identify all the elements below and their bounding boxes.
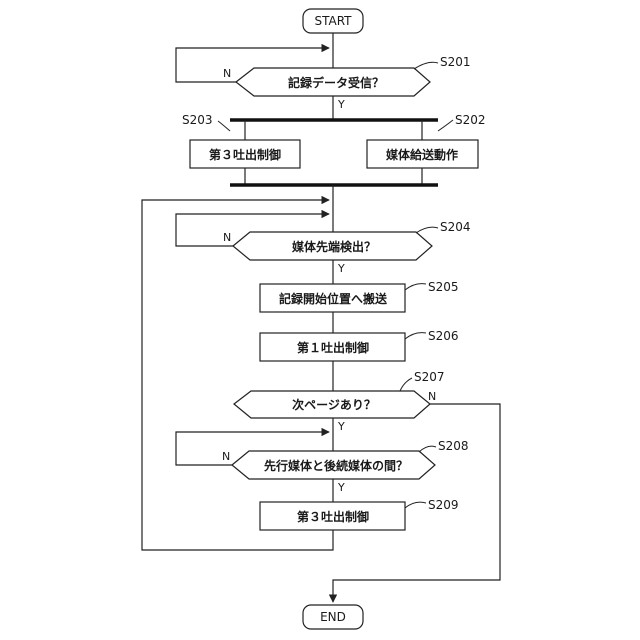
step-label-s201: S201 — [440, 55, 471, 69]
process-s209-text: 第３吐出制御 — [297, 509, 369, 524]
decision-s208: 先行媒体と後続媒体の間？ — [232, 451, 435, 479]
step-label-s206: S206 — [428, 329, 459, 343]
leader-s209 — [405, 502, 426, 508]
branch-n-s201: N — [223, 67, 231, 80]
step-label-s204: S204 — [440, 220, 471, 234]
branch-y-s208: Y — [337, 481, 345, 494]
process-s205-text: 記録開始位置へ搬送 — [279, 291, 388, 306]
end-terminal: END — [303, 605, 363, 629]
process-s203-text: 第３吐出制御 — [209, 147, 281, 162]
leader-s206 — [405, 333, 426, 339]
branch-n-s204: N — [223, 231, 231, 244]
end-label: END — [320, 610, 346, 624]
leader-s203 — [218, 121, 230, 131]
step-label-s207: S207 — [414, 370, 445, 384]
decision-s208-text: 先行媒体と後続媒体の間？ — [264, 458, 408, 473]
decision-s204-text: 媒体先端検出？ — [292, 239, 376, 254]
decision-s201: 記録データ受信？ — [236, 68, 430, 96]
leader-s208 — [419, 446, 436, 452]
step-label-s202: S202 — [455, 113, 486, 127]
step-label-s208: S208 — [438, 439, 469, 453]
leader-s207 — [400, 378, 412, 391]
branch-y-s207: Y — [337, 420, 345, 433]
branch-n-s207: N — [428, 390, 436, 403]
branch-n-s208: N — [222, 450, 230, 463]
process-s206-text: 第１吐出制御 — [297, 340, 369, 355]
branch-y-s201: Y — [337, 98, 345, 111]
process-s203: 第３吐出制御 — [190, 140, 300, 168]
leader-s205 — [405, 284, 426, 290]
leader-s204 — [416, 227, 438, 233]
step-label-s203: S203 — [182, 113, 213, 127]
branch-labels: N Y N Y N Y N Y — [222, 67, 436, 494]
step-label-s209: S209 — [428, 498, 459, 512]
decision-s207-text: 次ページあり？ — [292, 397, 376, 412]
decision-s201-text: 記録データ受信？ — [288, 75, 384, 90]
decision-s204: 媒体先端検出？ — [233, 232, 432, 260]
process-s205: 記録開始位置へ搬送 — [260, 284, 405, 312]
process-s202: 媒体給送動作 — [367, 140, 478, 168]
process-s206: 第１吐出制御 — [260, 333, 405, 361]
leader-s201 — [414, 62, 438, 69]
process-s202-text: 媒体給送動作 — [386, 147, 458, 162]
process-s209: 第３吐出制御 — [260, 502, 405, 530]
decision-s207: 次ページあり？ — [234, 391, 430, 418]
leader-s202 — [438, 120, 453, 131]
start-terminal: START — [303, 9, 363, 33]
start-label: START — [314, 14, 352, 28]
branch-y-s204: Y — [337, 262, 345, 275]
step-label-s205: S205 — [428, 280, 459, 294]
